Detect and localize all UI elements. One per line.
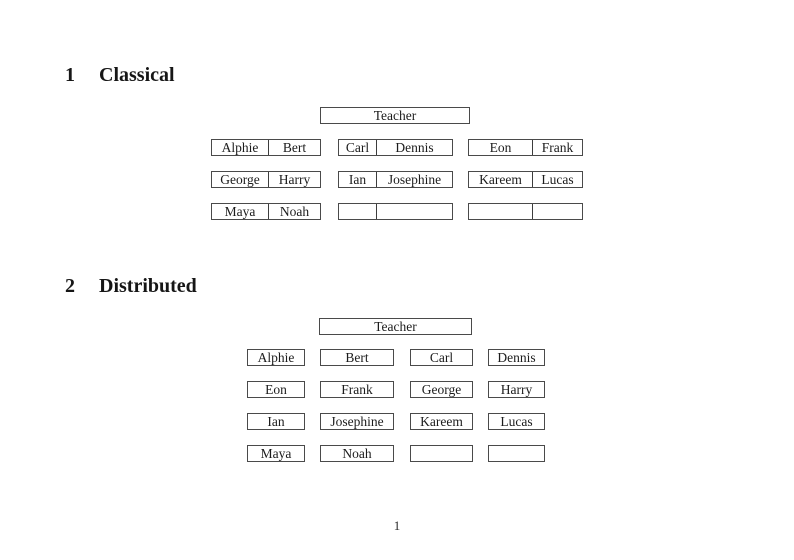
desk-seat-right: Josephine <box>387 171 442 187</box>
desk-seat-left: Maya <box>212 204 269 219</box>
page-number: 1 <box>393 518 401 533</box>
desk-seat-right: Dennis <box>395 139 434 155</box>
distributed-desk-r3c2: Josephine <box>320 413 394 430</box>
desk-seat: Josephine <box>330 413 384 429</box>
desk-seat-right: Bert <box>282 139 307 155</box>
desk-seat-right: Harry <box>278 171 311 187</box>
classical-desk-r1c2: Carl Dennis <box>338 139 453 156</box>
section-heading-classical: 1 Classical <box>65 64 175 86</box>
desk-seat-left: Eon <box>469 140 533 155</box>
distributed-desk-r3c4: Lucas <box>488 413 545 430</box>
desk-seat-left: George <box>212 172 269 187</box>
desk-seat: Harry <box>500 381 533 397</box>
classical-desk-r3c1: Maya Noah <box>211 203 321 220</box>
desk-seat: Noah <box>342 445 372 461</box>
desk-seat: Maya <box>260 445 292 461</box>
teacher-label: Teacher <box>374 318 417 334</box>
section-number: 1 <box>65 64 75 86</box>
distributed-desk-r1c2: Bert <box>320 349 394 366</box>
teacher-label: Teacher <box>373 107 417 123</box>
desk-seat: Kareem <box>420 413 463 429</box>
distributed-teacher-box: Teacher <box>319 318 472 335</box>
desk-seat-left: Ian <box>339 172 377 187</box>
desk-seat: Carl <box>429 349 454 365</box>
distributed-desk-r4c3 <box>410 445 473 462</box>
section-title: Classical <box>99 64 175 86</box>
desk-seat: Eon <box>265 381 287 397</box>
desk-seat: George <box>421 381 462 397</box>
desk-seat: Lucas <box>500 413 533 429</box>
distributed-desk-r2c2: Frank <box>320 381 394 398</box>
desk-seat-left: Kareem <box>469 172 533 187</box>
distributed-desk-r2c1: Eon <box>247 381 305 398</box>
desk-seat-right: Noah <box>279 203 310 219</box>
desk-seat-right <box>377 204 452 219</box>
classical-desk-r2c2: Ian Josephine <box>338 171 453 188</box>
desk-seat-left: Alphie <box>212 140 269 155</box>
desk-seat: Alphie <box>257 349 295 365</box>
section-title: Distributed <box>99 275 197 297</box>
distributed-desk-r4c1: Maya <box>247 445 305 462</box>
classical-desk-r2c3: Kareem Lucas <box>468 171 583 188</box>
section-number: 2 <box>65 275 75 297</box>
section-heading-distributed: 2 Distributed <box>65 275 197 297</box>
desk-seat-left <box>339 204 377 219</box>
classical-desk-r3c2 <box>338 203 453 220</box>
desk-seat-right: Lucas <box>541 171 574 187</box>
distributed-desk-r4c2: Noah <box>320 445 394 462</box>
distributed-desk-r2c3: George <box>410 381 473 398</box>
desk-seat-left: Carl <box>339 140 377 155</box>
distributed-desk-r3c3: Kareem <box>410 413 473 430</box>
desk-seat-right <box>533 204 582 219</box>
distributed-desk-r1c1: Alphie <box>247 349 305 366</box>
classical-desk-r1c1: Alphie Bert <box>211 139 321 156</box>
distributed-desk-r1c4: Dennis <box>488 349 545 366</box>
desk-seat-right: Frank <box>541 139 574 155</box>
desk-seat: Bert <box>345 349 369 365</box>
distributed-desk-r3c1: Ian <box>247 413 305 430</box>
desk-seat: Ian <box>267 413 285 429</box>
distributed-desk-r1c3: Carl <box>410 349 473 366</box>
desk-seat: Frank <box>341 381 373 397</box>
desk-seat-left <box>469 204 533 219</box>
classical-desk-r2c1: George Harry <box>211 171 321 188</box>
distributed-desk-r2c4: Harry <box>488 381 545 398</box>
classical-desk-r3c3 <box>468 203 583 220</box>
classical-desk-r1c3: Eon Frank <box>468 139 583 156</box>
distributed-desk-r4c4 <box>488 445 545 462</box>
classical-teacher-box: Teacher <box>320 107 470 124</box>
desk-seat: Dennis <box>497 349 536 365</box>
